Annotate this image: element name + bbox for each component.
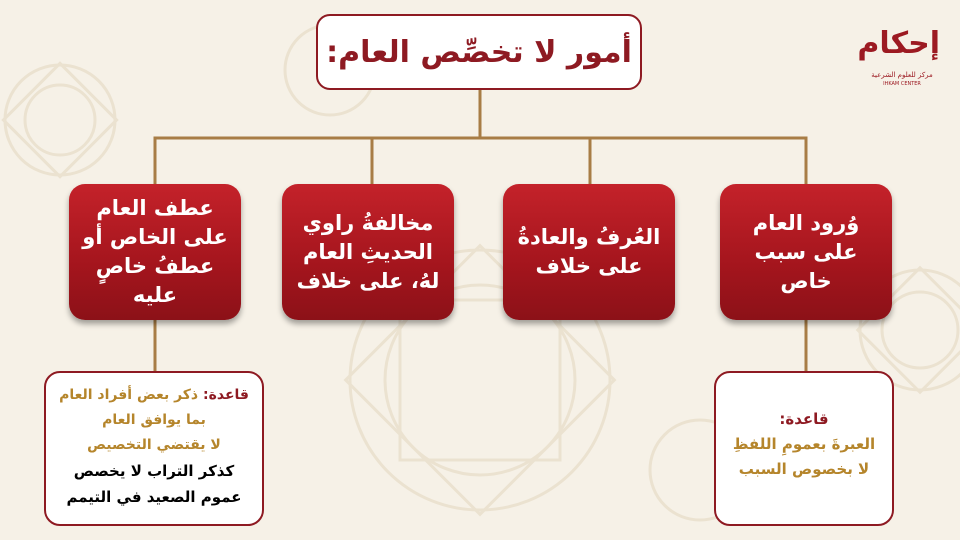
- node-conjunction: عطف العام على الخاص أو عطفُ خاصٍ عليه: [69, 184, 241, 320]
- logo: إحكام مركز للعلوم الشرعية IHKAM CENTER: [857, 20, 940, 92]
- node-custom-habit: العُرفُ والعادةُ على خلاف: [503, 184, 675, 320]
- rule-text: لا يقتضي التخصيص: [87, 437, 221, 453]
- rule-heading-line: قاعدة: ذكر بعض أفراد العام: [54, 383, 254, 408]
- rule-text: ذكر بعض أفراد العام: [59, 387, 199, 403]
- rule-example: كذكر التراب لا يخصص: [73, 462, 235, 480]
- rule-box-mentioning-members: قاعدة: ذكر بعض أفراد العام بما يوافق الع…: [44, 371, 264, 526]
- rule-text: بما يوافق العام: [102, 412, 206, 428]
- rule-text: العبرةَ بعمومِ اللفظِ: [732, 435, 876, 453]
- node-specific-cause: وُرود العام على سبب خاص: [720, 184, 892, 320]
- node-narrator-contradiction: مخالفةُ راوي الحديثِ العام لهُ، على خلاف: [282, 184, 454, 320]
- rule-text: لا بخصوص السبب: [738, 460, 870, 478]
- logo-tagline: IHKAM CENTER: [883, 81, 921, 87]
- rule-example: عموم الصعيد في التيمم: [66, 488, 242, 506]
- diagram-title: أمور لا تخصِّص العام:: [316, 14, 642, 90]
- rule-heading: قاعدة:: [203, 387, 249, 403]
- rule-heading: قاعدة:: [779, 410, 829, 428]
- rule-box-general-wording: قاعدة: العبرةَ بعمومِ اللفظِ لا بخصوص ال…: [714, 371, 894, 526]
- logo-subtitle: مركز للعلوم الشرعية: [871, 71, 933, 79]
- logo-wordmark: إحكام: [857, 26, 940, 61]
